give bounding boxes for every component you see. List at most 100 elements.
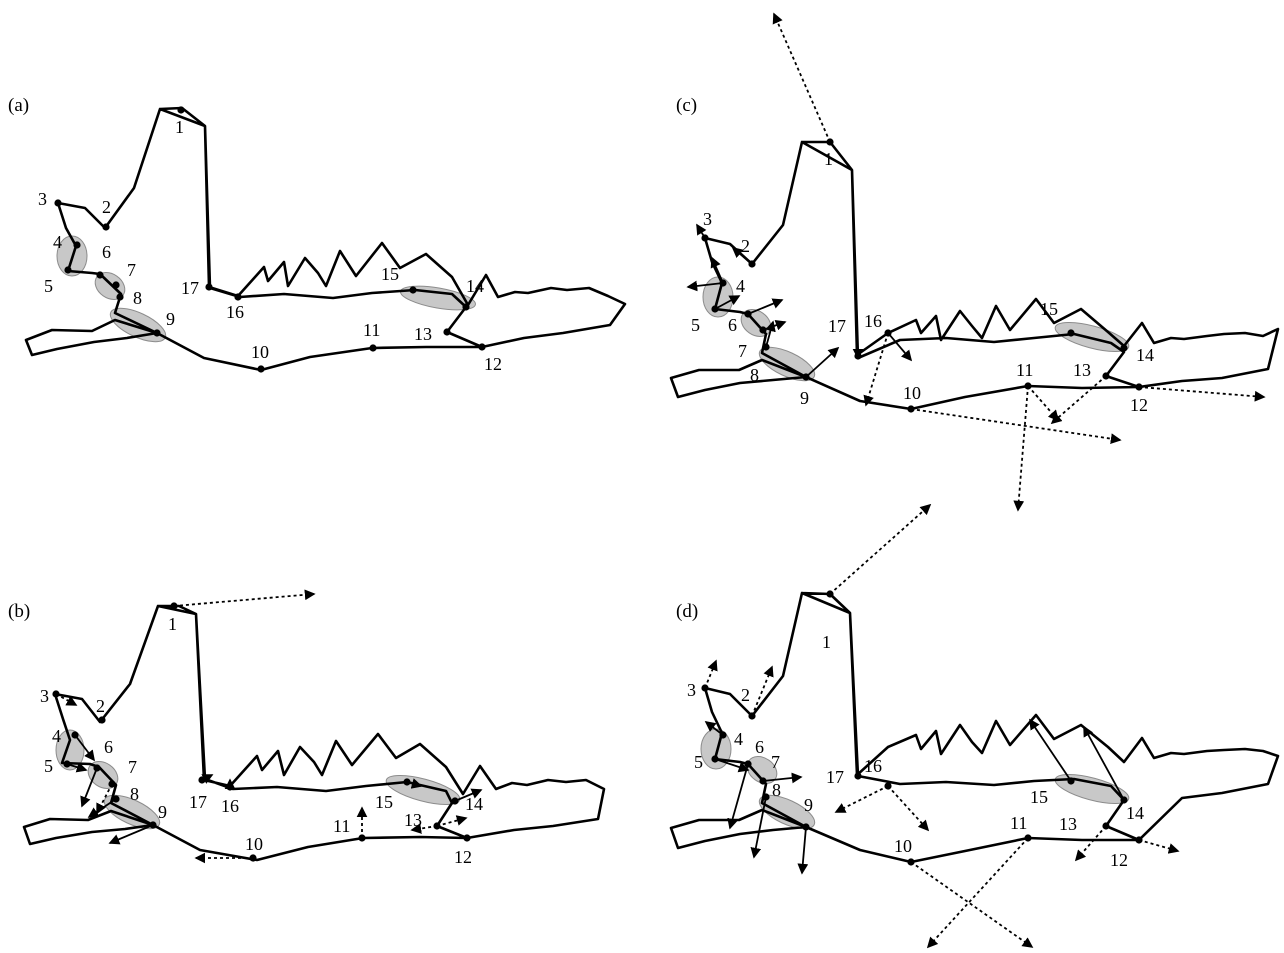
landmark-label-a-14: 14 <box>466 276 484 296</box>
landmark-label-a-11: 11 <box>363 320 380 340</box>
landmark-point-d-11 <box>1024 834 1031 841</box>
landmark-label-d-13: 13 <box>1059 814 1077 834</box>
landmark-label-b-5: 5 <box>44 756 53 776</box>
landmark-point-a-5 <box>64 266 71 273</box>
landmark-label-a-2: 2 <box>102 197 111 217</box>
mandible-outline-c <box>671 142 1278 409</box>
mandible-outline-b <box>24 606 604 860</box>
landmark-label-d-8: 8 <box>772 780 781 800</box>
landmark-label-d-7: 7 <box>771 752 780 772</box>
displacement-vector-c-15 <box>1052 376 1106 423</box>
landmark-point-c-17 <box>854 352 861 359</box>
panel-label-b: (b) <box>8 601 30 622</box>
landmark-label-a-16: 16 <box>226 302 244 322</box>
landmark-point-d-2 <box>748 712 755 719</box>
landmark-point-c-6 <box>744 310 751 317</box>
displacement-vector-c-7 <box>748 300 782 314</box>
landmark-point-a-2 <box>102 223 109 230</box>
landmark-label-a-8: 8 <box>133 288 142 308</box>
displacement-vector-c-12 <box>1018 386 1028 510</box>
landmark-label-c-13: 13 <box>1073 360 1091 380</box>
landmark-point-c-11 <box>1024 382 1031 389</box>
landmark-point-b-11 <box>358 834 365 841</box>
landmark-point-d-5 <box>711 755 718 762</box>
landmark-point-b-15 <box>403 778 410 785</box>
landmark-label-a-3: 3 <box>38 189 47 209</box>
landmark-point-b-4 <box>71 731 78 738</box>
landmark-label-c-6: 6 <box>728 315 737 335</box>
landmark-label-a-15: 15 <box>381 264 399 284</box>
landmark-label-b-4: 4 <box>52 726 61 746</box>
landmark-point-a-6 <box>96 271 103 278</box>
landmark-point-a-11 <box>369 344 376 351</box>
displacement-vector-d-10 <box>911 862 1032 947</box>
landmark-label-a-6: 6 <box>102 242 111 262</box>
landmark-label-b-7: 7 <box>128 757 137 777</box>
landmark-label-d-15: 15 <box>1030 787 1048 807</box>
landmark-point-c-3 <box>701 234 708 241</box>
mandible-outline-a <box>26 108 625 370</box>
landmark-label-d-11: 11 <box>1010 813 1027 833</box>
landmark-label-b-1: 1 <box>168 614 177 634</box>
landmark-label-b-12: 12 <box>454 847 472 867</box>
displacement-vector-d-1 <box>830 505 930 594</box>
landmark-label-c-4: 4 <box>736 276 745 296</box>
landmark-point-b-1 <box>170 602 177 609</box>
displacement-vector-d-3 <box>705 661 716 688</box>
landmark-point-d-4 <box>719 731 726 738</box>
landmark-label-b-15: 15 <box>375 792 393 812</box>
landmark-point-d-9 <box>802 823 809 830</box>
landmark-point-a-8 <box>116 293 123 300</box>
landmark-point-b-5 <box>63 760 70 767</box>
displacement-vector-c-14 <box>1139 387 1264 397</box>
landmark-label-a-13: 13 <box>414 324 432 344</box>
landmark-label-d-17: 17 <box>826 767 844 787</box>
landmark-point-a-13 <box>443 328 450 335</box>
landmark-point-d-16 <box>884 782 891 789</box>
displacement-vector-b-1 <box>174 594 314 606</box>
landmark-label-b-10: 10 <box>245 834 263 854</box>
landmark-label-d-4: 4 <box>734 729 743 749</box>
landmark-point-c-1 <box>826 138 833 145</box>
landmark-point-d-13 <box>1102 822 1109 829</box>
landmark-label-b-9: 9 <box>158 802 167 822</box>
landmark-point-a-17 <box>205 283 212 290</box>
displacement-vector-d-14 <box>1030 720 1071 781</box>
landmark-label-c-17: 17 <box>828 316 846 336</box>
landmark-label-a-5: 5 <box>44 276 53 296</box>
displacement-vector-c-17 <box>888 333 911 360</box>
landmark-point-c-13 <box>1102 372 1109 379</box>
landmark-label-b-3: 3 <box>40 686 49 706</box>
landmark-label-c-3: 3 <box>703 209 712 229</box>
displacement-vector-d-12 <box>1139 840 1178 851</box>
landmark-point-b-3 <box>52 690 59 697</box>
landmark-point-b-14 <box>451 797 458 804</box>
shaded-region-c-4 <box>1052 317 1131 358</box>
landmark-point-b-8 <box>112 795 119 802</box>
landmark-point-b-2 <box>98 716 105 723</box>
landmark-point-c-12 <box>1135 383 1142 390</box>
landmark-label-b-13: 13 <box>404 810 422 830</box>
landmark-label-d-5: 5 <box>694 752 703 772</box>
landmark-label-b-2: 2 <box>96 696 105 716</box>
landmark-point-a-10 <box>257 365 264 372</box>
landmark-label-d-2: 2 <box>741 685 750 705</box>
landmark-point-d-3 <box>701 684 708 691</box>
landmark-point-b-10 <box>249 854 256 861</box>
landmark-point-c-4 <box>719 279 726 286</box>
landmark-label-d-6: 6 <box>755 737 764 757</box>
mandible-outline-d <box>671 593 1278 862</box>
landmark-point-c-7 <box>759 326 766 333</box>
landmark-point-b-6 <box>93 764 100 771</box>
landmark-point-c-5 <box>711 305 718 312</box>
displacement-vector-d-16 <box>836 786 888 812</box>
landmark-label-c-11: 11 <box>1016 360 1033 380</box>
landmark-label-b-17: 17 <box>189 792 207 812</box>
landmark-label-b-14: 14 <box>465 794 483 814</box>
landmark-point-a-3 <box>54 199 61 206</box>
landmark-point-c-8 <box>762 343 769 350</box>
landmark-label-c-9: 9 <box>800 388 809 408</box>
landmark-point-a-14 <box>462 303 469 310</box>
